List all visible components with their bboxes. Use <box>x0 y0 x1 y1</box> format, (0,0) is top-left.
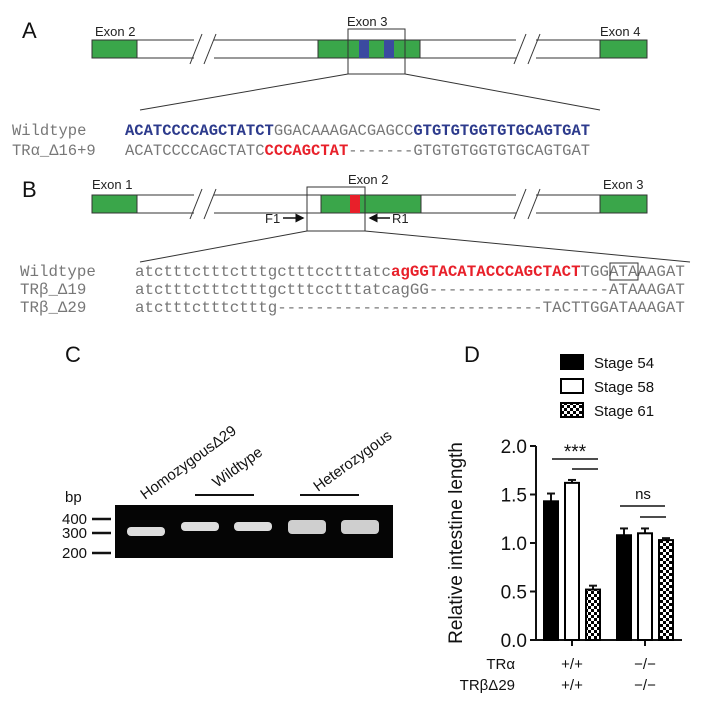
genotype-label: −/− <box>634 677 656 694</box>
bar-stage-58 <box>637 532 653 641</box>
y-tick-label: 0.0 <box>501 631 527 652</box>
gel-band <box>181 522 219 531</box>
row-label-tra: TRα <box>486 656 515 673</box>
lane-label: Heterozygous <box>310 427 395 495</box>
marker-label: 400 <box>62 511 87 528</box>
marker-label: 300 <box>62 525 87 542</box>
bar-stage-58 <box>564 481 580 641</box>
gel-band <box>288 520 326 534</box>
y-axis-label: Relative intestine length <box>446 442 467 644</box>
gel-band <box>127 527 165 536</box>
gene-diagram-tra: Exon 2 Exon 3 Exon 4 <box>91 14 648 111</box>
y-tick-label: 1.0 <box>501 534 527 555</box>
panel-label-a: A <box>22 18 37 43</box>
exon-4-box <box>599 39 648 59</box>
gel-band <box>341 520 379 534</box>
sequence-d29: atctttctttctttg-------------------------… <box>135 299 685 317</box>
primer-f1-label: F1 <box>265 211 280 226</box>
y-tick-label: 0.5 <box>501 583 527 604</box>
panel-label-c: C <box>65 342 81 367</box>
seq-label: TRβ_Δ29 <box>20 299 86 317</box>
gene-diagram-trb: Exon 1 Exon 2 Exon 3 F1 R1 <box>91 172 691 263</box>
y-tick-label: 1.5 <box>501 486 527 507</box>
bar-chart: 0.0 0.5 1.0 1.5 2.0 <box>501 437 682 652</box>
genotype-label: +/+ <box>561 656 583 673</box>
exon-label: Exon 2 <box>95 24 135 39</box>
seq-label: TRα_Δ16+9 <box>12 142 96 160</box>
seq-label: Wildtype <box>12 122 86 140</box>
pam-box <box>609 262 639 281</box>
bar-stage-61 <box>658 539 674 642</box>
primer-r1-label: R1 <box>392 211 409 226</box>
seq-label: TRβ_Δ19 <box>20 281 86 299</box>
genotype-label: +/+ <box>561 677 583 694</box>
exon-2-box <box>91 39 138 59</box>
legend-label: Stage 54 <box>594 355 654 372</box>
lane-label: HomozygousΔ29 <box>137 422 239 503</box>
row-label-trb: TRβΔ29 <box>460 677 515 694</box>
target-site-1 <box>359 40 369 58</box>
legend-label: Stage 61 <box>594 403 654 420</box>
exon-label: Exon 4 <box>600 24 640 39</box>
exon-label: Exon 3 <box>603 177 643 192</box>
y-tick-label: 2.0 <box>501 437 527 458</box>
sequence-mutant-a: ACATCCCCAGCTATCCCCAGCTAT-------GTGTGTGGT… <box>125 142 590 160</box>
legend-label: Stage 58 <box>594 379 654 396</box>
significance-label: *** <box>564 442 587 463</box>
bar-stage-61 <box>585 588 601 641</box>
bar-stage-54 <box>616 534 632 641</box>
sequence-wildtype-b: atctttctttctttgctttcctttatcagGGTACATACCC… <box>135 263 685 281</box>
gel-image <box>115 505 393 558</box>
legend-swatch <box>560 354 584 370</box>
seq-label: Wildtype <box>20 263 96 281</box>
genotype-label: −/− <box>634 656 656 673</box>
target-site-2 <box>384 40 394 58</box>
exon-label: Exon 2 <box>348 172 388 187</box>
bp-label: bp <box>65 489 82 506</box>
legend-swatch <box>560 378 584 394</box>
panel-label-d: D <box>464 342 480 367</box>
chart-legend: Stage 54 Stage 58 Stage 61 <box>560 354 654 420</box>
marker-label: 200 <box>62 545 87 562</box>
legend-swatch <box>560 402 584 418</box>
exon-label: Exon 1 <box>92 177 132 192</box>
significance-label: ns <box>635 486 651 503</box>
bar-stage-54 <box>543 500 559 642</box>
gel-band <box>234 522 272 531</box>
sequence-wildtype-a: ACATCCCCAGCTATCTGGACAAAGACGAGCCGTGTGTGGT… <box>125 122 590 140</box>
exon-label: Exon 3 <box>347 14 387 29</box>
panel-label-b: B <box>22 177 37 202</box>
sequence-d19: atctttctttctttgctttcctttatcagGG---------… <box>135 281 685 299</box>
